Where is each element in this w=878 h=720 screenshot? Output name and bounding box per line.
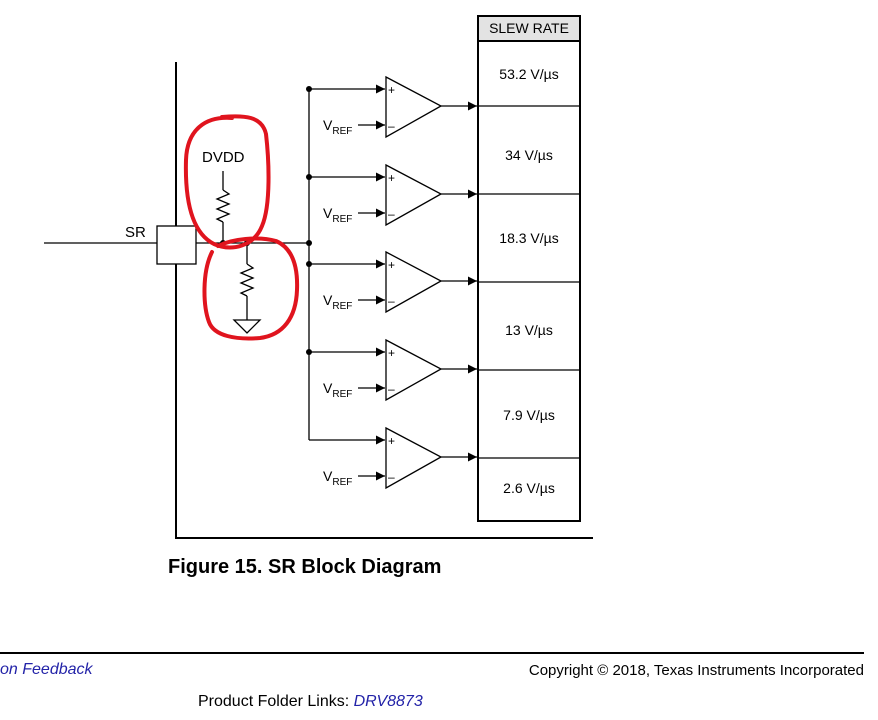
sr-pin-label: SR — [125, 224, 146, 241]
minus-sign: – — [388, 294, 395, 308]
pulldown-resistor — [239, 263, 255, 297]
plus-sign: + — [388, 434, 395, 448]
slew-rate-value: 2.6 V/µs — [503, 480, 555, 496]
vref-label: VREF — [323, 380, 352, 400]
junction-dot — [306, 261, 312, 267]
minus-sign: – — [388, 382, 395, 396]
sr-pin-box — [156, 225, 197, 265]
junction-dot — [306, 174, 312, 180]
plus-sign: + — [388, 258, 395, 272]
comparator-triangle — [385, 75, 443, 139]
annotation-circle-pulldown — [202, 236, 300, 341]
plus-sign: + — [388, 346, 395, 360]
feedback-link[interactable]: on Feedback — [0, 661, 93, 678]
minus-sign: – — [388, 470, 395, 484]
vref-subscript: REF — [332, 301, 352, 312]
comparator-triangle — [385, 338, 443, 402]
pullup-resistor — [215, 189, 231, 223]
slew-rate-value: 18.3 V/µs — [499, 230, 558, 246]
vref-subscript: REF — [332, 477, 352, 488]
comparator: + – VREF — [306, 75, 477, 139]
vref-label: VREF — [323, 468, 352, 488]
slew-rate-value: 34 V/µs — [505, 147, 553, 163]
slew-rate-value: 7.9 V/µs — [503, 407, 555, 423]
vref-subscript: REF — [332, 214, 352, 225]
sr-block-diagram: SR DVDD SLEW RATE 53.2 V/µs 34 V/µs 18.3 V… — [44, 15, 593, 539]
slew-rate-table — [477, 15, 581, 522]
product-folder-links: Product Folder Links: DRV8873 — [198, 693, 423, 711]
vref-label: VREF — [323, 117, 352, 137]
junction-dot — [306, 349, 312, 355]
comparator: + – VREF — [309, 426, 477, 490]
slew-rate-header-bg — [479, 17, 579, 41]
vref-label: VREF — [323, 292, 352, 312]
comparator-triangle — [385, 426, 443, 490]
footer-divider — [0, 652, 864, 654]
comparator: + – VREF — [306, 250, 477, 314]
plus-sign: + — [388, 171, 395, 185]
comparator: + – VREF — [306, 338, 477, 402]
copyright-text: Copyright © 2018, Texas Instruments Inco… — [528, 662, 864, 679]
product-link[interactable]: DRV8873 — [353, 693, 423, 710]
vref-subscript: REF — [332, 126, 352, 137]
minus-sign: – — [388, 119, 395, 133]
slew-rate-value: 13 V/µs — [505, 322, 553, 338]
vref-subscript: REF — [332, 389, 352, 400]
minus-sign: – — [388, 207, 395, 221]
annotation-circle-pullup — [183, 114, 271, 250]
ground-icon — [232, 319, 262, 334]
dvdd-label: DVDD — [202, 149, 245, 166]
slew-rate-value: 53.2 V/µs — [499, 66, 558, 82]
vref-label: VREF — [323, 205, 352, 225]
comparator-triangle — [385, 163, 443, 227]
device-boundary — [175, 62, 593, 539]
product-links-label: Product Folder Links: — [198, 693, 354, 710]
comparator: + – VREF — [306, 163, 477, 227]
plus-sign: + — [388, 83, 395, 97]
figure-caption: Figure 15. SR Block Diagram — [168, 556, 442, 578]
comparator-triangle — [385, 250, 443, 314]
slew-rate-header: SLEW RATE — [489, 20, 569, 36]
junction-dot — [306, 86, 312, 92]
